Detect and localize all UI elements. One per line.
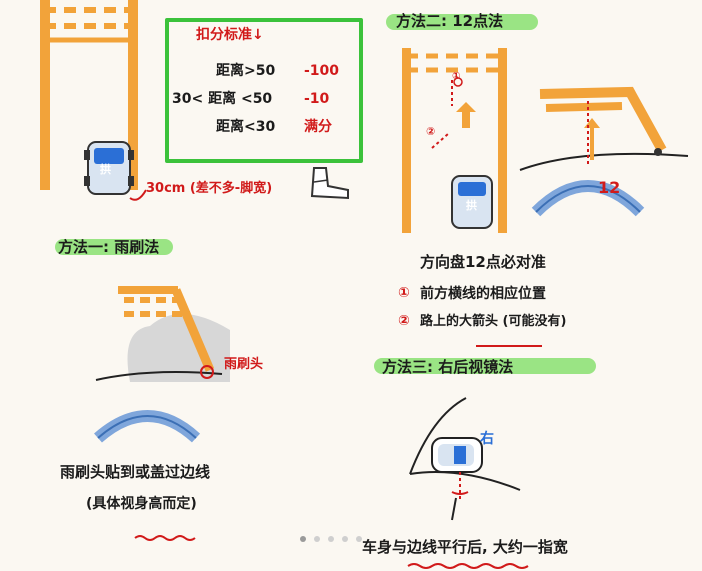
method2-lane-drawing [402,48,507,233]
car-icon [84,141,134,195]
top-left-lane-drawing [40,0,138,190]
car-label-2: 拱 [466,199,477,212]
deduction-result-1: -100 [304,63,340,79]
deduction-criteria-box [165,18,363,163]
method2-dashboard-drawing [519,86,689,217]
method3-title: 方法三: 右后视镜法 [382,358,514,376]
method3-mirror-drawing [409,397,521,521]
method1-wiper-drawing [94,286,230,443]
pager-dot-3[interactable] [328,536,334,542]
shoe-icon [310,167,349,200]
highlight [374,358,596,374]
carousel-pager[interactable] [300,536,362,542]
deduction-title: 扣分标准↓ [196,27,264,43]
deduction-result-2: -10 [304,91,330,107]
point-marker-2: ② [398,313,410,329]
right-label: 右 [480,431,494,447]
method1-caption-1: 雨刷头贴到或盖过边线 [60,463,211,481]
point-marker-1: ① [398,285,410,301]
point-text-2: 路上的大箭头 (可能没有) [420,314,567,329]
highlight [55,239,173,255]
pager-dot-1[interactable] [300,536,306,542]
wiper-head-label: 雨刷头 [224,357,264,372]
method1-caption-2: (具体视身高而定) [86,496,197,512]
method2-title: 方法二: 12点法 [396,12,504,30]
marker-1: ① [452,71,461,82]
deduction-condition-3: 距离<30 [216,119,276,135]
pager-dot-5[interactable] [356,536,362,542]
method2-instruction: 方向盘12点必对准 [420,253,546,271]
highlight [386,14,538,30]
deduction-result-3: 满分 [304,119,332,135]
deduction-condition-2: 30< 距离 <50 [172,91,273,107]
point-text-1: 前方横线的相应位置 [420,286,546,302]
deduction-condition-1: 距离>50 [216,63,276,79]
marker-2: ② [426,125,436,138]
distance-note: 30cm (差不多-脚宽) [146,181,273,196]
method1-title: 方法一: 雨刷法 [58,238,160,256]
pager-dot-2[interactable] [314,536,320,542]
car-label: 拱 [100,163,111,176]
method3-caption: 车身与边线平行后, 大约一指宽 [362,538,568,556]
twelve-label: 12 [598,178,621,197]
pager-dot-4[interactable] [342,536,348,542]
